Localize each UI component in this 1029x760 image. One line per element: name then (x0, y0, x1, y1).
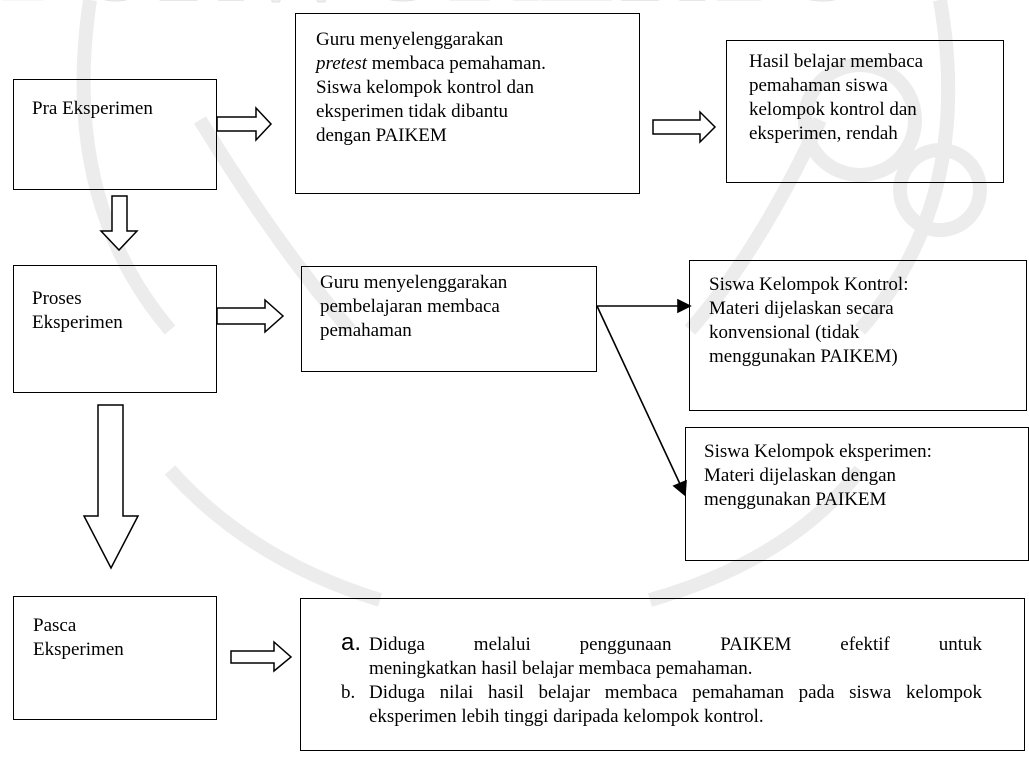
proses-line-2: Eksperimen (32, 312, 123, 333)
box-hasil-belajar: Hasil belajar membaca pemahaman siswa ke… (726, 40, 1004, 183)
box-proses-eksperimen: Proses Eksperimen (13, 265, 217, 393)
kontrol-line-4: menggunakan PAIKEM) (709, 346, 898, 367)
hipotesis-a-line-1: Diduga melalui penggunaan PAIKEM efektif… (369, 634, 982, 655)
pretest-line-1: Guru menyelenggarakan (316, 29, 504, 50)
pasca-line-2: Eksperimen (33, 639, 124, 660)
pembelajaran-line-1: Guru menyelenggarakan (320, 272, 508, 293)
pembelajaran-line-2: pembelajaran membaca (320, 296, 500, 317)
box-kelompok-kontrol: Siswa Kelompok Kontrol: Materi dijelaska… (689, 260, 1027, 411)
hipotesis-text-a: Diduga melalui penggunaan PAIKEM efektif… (369, 633, 982, 681)
box-pembelajaran: Guru menyelenggarakan pembelajaran memba… (301, 266, 597, 372)
pra-eksperimen-label: Pra Eksperimen (32, 98, 153, 119)
kontrol-line-3: konvensional (tidak (709, 322, 860, 343)
pretest-line-3: Siswa kelompok kontrol dan (316, 77, 534, 98)
eksperimen-line-3: menggunakan PAIKEM (704, 489, 887, 510)
hasil-line-3: kelompok kontrol dan (749, 99, 917, 120)
pretest-line-5: dengan PAIKEM (316, 125, 447, 146)
hipotesis-text-b: Diduga nilai hasil belajar membaca pemah… (369, 682, 982, 727)
hasil-line-4: eksperimen, rendah (749, 123, 898, 144)
hipotesis-marker-a: a. (341, 629, 362, 656)
box-hipotesis: a. Diduga melalui penggunaan PAIKEM efek… (300, 598, 1025, 751)
hipotesis-item-b: b. Diduga nilai hasil belajar membaca pe… (341, 681, 982, 729)
proses-line-1: Proses (32, 288, 82, 309)
eksperimen-line-2: Materi dijelaskan dengan (704, 465, 897, 486)
kontrol-line-1: Siswa Kelompok Kontrol: (709, 274, 909, 295)
box-kelompok-eksperimen: Siswa Kelompok eksperimen: Materi dijela… (685, 427, 1029, 561)
pasca-line-1: Pasca (33, 615, 77, 636)
hipotesis-marker-b: b. (341, 682, 356, 703)
box-pasca-eksperimen: Pasca Eksperimen (13, 596, 217, 720)
hipotesis-item-a: a. Diduga melalui penggunaan PAIKEM efek… (341, 631, 982, 681)
pretest-line-2: pretest membaca pemahaman. (316, 52, 625, 76)
kontrol-line-2: Materi dijelaskan secara (709, 298, 894, 319)
pretest-line-4: eksperimen tidak dibantu (316, 101, 509, 122)
pembelajaran-line-3: pemahaman (320, 320, 412, 341)
box-pra-eksperimen: Pra Eksperimen (13, 79, 217, 190)
hipotesis-a-line-2: meningkatkan hasil belajar membaca pemah… (369, 658, 753, 679)
box-pretest: Guru menyelenggarakan pretest membaca pe… (295, 13, 640, 194)
eksperimen-line-1: Siswa Kelompok eksperimen: (704, 441, 932, 462)
hasil-line-1: Hasil belajar membaca (749, 51, 924, 72)
pretest-term: pretest (316, 53, 368, 74)
hasil-line-2: pemahaman siswa (749, 75, 888, 96)
pretest-line-2-rest: membaca pemahaman. (367, 53, 546, 74)
